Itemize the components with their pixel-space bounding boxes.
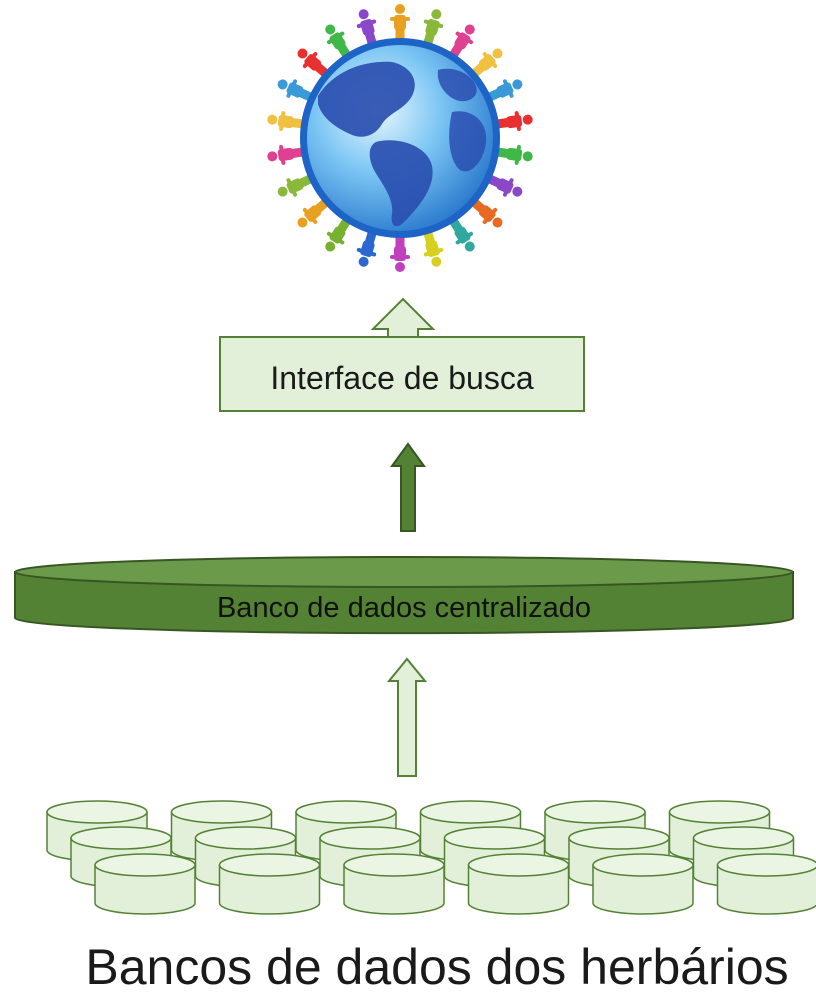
- globe-land-africa: [449, 111, 487, 172]
- herbarium-database-cylinder: [467, 853, 570, 915]
- herbarium-database-cylinder: [94, 853, 196, 915]
- person-figure: [267, 111, 305, 131]
- herbarium-database-cylinder: [343, 853, 445, 915]
- person-figure: [356, 229, 377, 267]
- person-figure: [267, 145, 305, 165]
- person-figure: [297, 48, 330, 78]
- person-figure: [495, 111, 533, 131]
- person-figure: [356, 9, 377, 47]
- person-figure: [390, 235, 410, 272]
- person-figure: [423, 229, 444, 267]
- central-database-body: [14, 571, 794, 635]
- search-output-arrow: [370, 297, 436, 338]
- person-figure: [495, 145, 533, 165]
- central-database-label: Banco de dados centralizado: [217, 592, 591, 624]
- central-database: Banco de dados centralizado: [14, 556, 794, 635]
- globe-land-north-america: [318, 61, 415, 137]
- globe-with-people-icon: [267, 4, 533, 272]
- herbarium-database-cylinder: [218, 853, 321, 915]
- person-figure: [390, 4, 410, 41]
- herbarium-database-cylinder: [716, 853, 816, 915]
- central-to-search-arrow: [390, 442, 426, 532]
- globe-land-europe: [437, 68, 477, 102]
- herbarium-databases: [46, 800, 816, 915]
- globe-land-south-america: [369, 140, 433, 227]
- search-interface-label: Interface de busca: [270, 360, 533, 396]
- herbarium-database-cylinder: [592, 853, 694, 915]
- search-interface-box: [219, 336, 585, 412]
- herbaria-to-central-arrow: [386, 657, 428, 777]
- central-database-top: [14, 556, 794, 588]
- herbarium-databases-caption: Bancos de dados dos herbários: [85, 939, 788, 995]
